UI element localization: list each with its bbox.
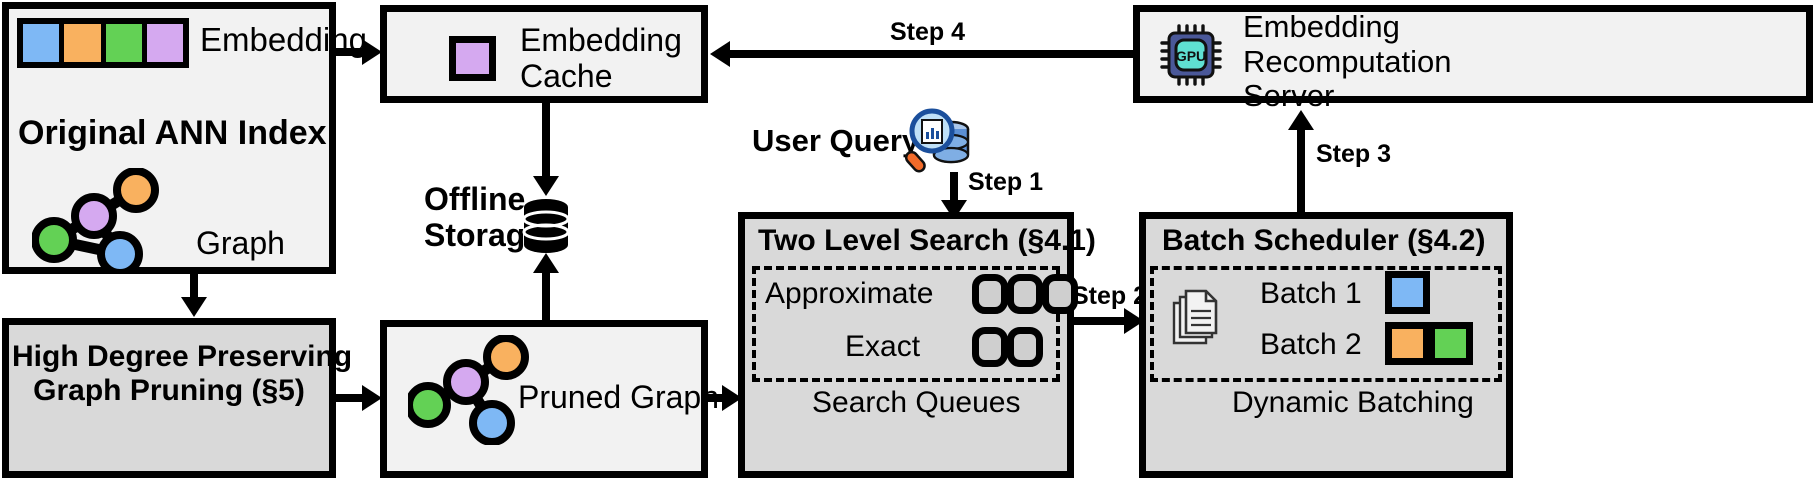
svg-text:GPU: GPU [1176,48,1206,64]
arrow-step2-line [1074,317,1126,325]
gpu-chip-icon: GPU [1160,24,1222,86]
arrow-step4-head [710,41,730,67]
arrow-cache-to-storage-head [533,176,559,196]
embedding-cache-label: Embedding Cache [520,22,682,94]
arrow-pruned-to-storage-line [542,272,550,320]
arrow-cache-to-storage-line [542,103,550,179]
step3-label: Step 3 [1316,140,1392,168]
pruned-graph-label: Pruned Graph [518,379,720,415]
batch-2-swatch-orange [1385,322,1430,365]
arrow-step3-head [1288,110,1314,130]
approximate-row-label: Approximate [765,277,934,310]
batch-1-swatch-blue [1385,271,1430,314]
embedding-color-strip [17,18,189,68]
recomputation-server-label: Embedding Recomputation Server [1243,9,1452,114]
approximate-queue-slot-2[interactable] [1007,274,1043,314]
dynamic-batching-footer: Dynamic Batching [1232,386,1474,419]
step1-label: Step 1 [968,168,1044,196]
offline-storage-label: Offline Storage [424,181,544,253]
graph-pruning-box [2,318,336,478]
arrow-index-to-cache-line [336,48,364,56]
batch-scheduler-title: Batch Scheduler (§4.2) [1162,224,1486,257]
embedding-cell-green [105,24,147,62]
two-level-search-title: Two Level Search (§4.1) [758,224,1096,257]
original-ann-index-title: Original ANN Index [18,114,327,152]
batch-2-label: Batch 2 [1260,328,1362,361]
arrow-pruned-to-search-head [722,385,742,411]
arrow-pruned-to-search-line [708,394,730,402]
arrow-index-to-cache-head [362,39,382,65]
step2-label: Step 2 [1072,282,1148,310]
arrow-index-to-pruning-head [181,297,207,317]
original-graph-icon [32,168,159,272]
embedding-cache-swatch-icon [449,36,496,81]
graph-label: Graph [196,225,285,261]
search-queues-footer: Search Queues [812,386,1021,419]
embedding-cell-purple [146,24,183,62]
dynamic-batching-dashed-region [1150,266,1502,382]
exact-queue-slot-1[interactable] [972,327,1008,367]
embedding-cell-orange [64,24,106,62]
arrow-step4-line [730,50,1134,58]
arrow-pruning-to-pruned-line [336,394,364,402]
approximate-queue-slot-1[interactable] [972,274,1008,314]
recomputation-server-box [1133,5,1813,103]
arrow-index-to-pruning-line [190,274,198,302]
arrow-step3-line [1297,128,1305,214]
pruned-graph-icon [408,335,529,445]
offline-storage-database-icon [522,199,570,253]
user-query-label: User Query [752,123,920,158]
approximate-queue-slot-3[interactable] [1042,274,1078,314]
exact-row-label: Exact [845,330,921,363]
batch-2-swatch-green [1428,322,1473,365]
embedding-cache-box [380,5,708,103]
step4-label: Step 4 [890,18,966,46]
documents-stack-icon [1172,289,1218,345]
arrow-pruned-to-storage-head [533,253,559,273]
arrow-pruning-to-pruned-head [362,385,382,411]
embedding-cell-blue [23,24,65,62]
batch-1-label: Batch 1 [1260,277,1362,310]
graph-pruning-label: High Degree Preserving Graph Pruning (§5… [12,340,353,407]
search-queues-dashed-region [752,266,1060,382]
arrow-step1-line [950,172,958,206]
exact-queue-slot-2[interactable] [1007,327,1043,367]
magnifier-database-icon [905,108,970,173]
